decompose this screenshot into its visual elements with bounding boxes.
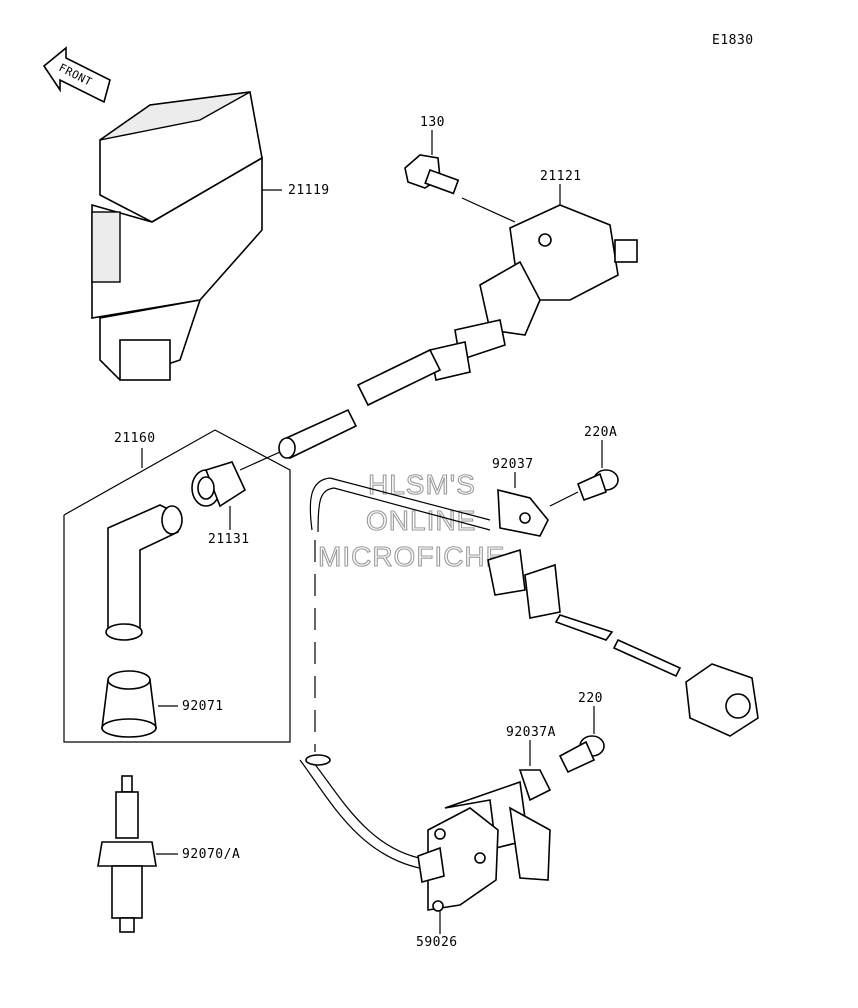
watermark-line2: ONLINE [366, 505, 476, 536]
screw-220A [576, 469, 619, 502]
bracket-92037A [444, 769, 552, 881]
igniter-unit [91, 91, 282, 381]
watermark-line3: MICROFICHE [318, 541, 505, 572]
callout-21160: 21160 [114, 431, 156, 446]
watermark: HLSM'S ONLINE MICROFICHE [317, 468, 505, 572]
ignition-coil [429, 204, 638, 381]
callout-21131: 21131 [208, 532, 250, 547]
rubber-boot-92071 [101, 670, 157, 738]
bolt-130 [404, 154, 460, 195]
watermark-line1: HLSM'S [368, 469, 476, 500]
callout-130: 130 [420, 115, 445, 130]
cap-connector-21131 [191, 461, 247, 508]
callout-92071: 92071 [182, 699, 224, 714]
diagram-code: E1830 [712, 33, 754, 48]
front-arrow-icon: FRONT [42, 46, 111, 104]
wire-clamps [487, 548, 682, 678]
callout-21119: 21119 [288, 183, 330, 198]
callout-92070A: 92070/A [182, 847, 240, 862]
pickup-coil-59026 [417, 807, 499, 912]
screw-220 [558, 735, 605, 774]
callout-92037: 92037 [492, 457, 534, 472]
callout-59026: 59026 [416, 935, 458, 950]
callout-21121: 21121 [540, 169, 582, 184]
callout-92037A: 92037A [506, 725, 556, 740]
callout-220: 220 [578, 691, 603, 706]
ignition-cable [278, 348, 442, 460]
pickup-lead-wire [299, 477, 491, 871]
spark-plug-92070 [97, 775, 157, 933]
coupler-connector [685, 663, 759, 737]
callout-220A: 220A [584, 425, 617, 440]
clamp-92037 [497, 488, 549, 537]
spark-plug-cap [105, 504, 183, 641]
